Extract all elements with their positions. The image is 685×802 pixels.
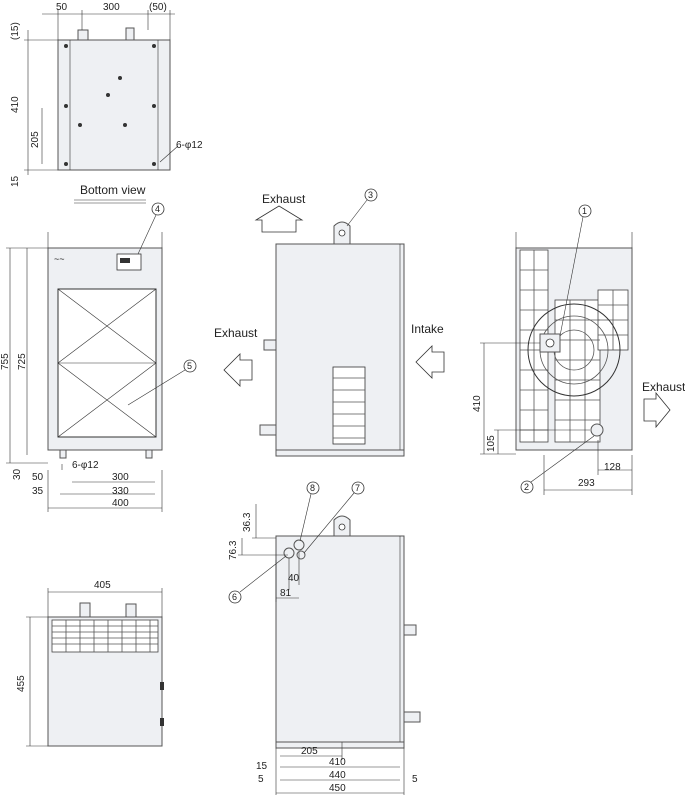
callout-2: 2 <box>524 482 529 492</box>
intake-arrow <box>415 345 445 379</box>
dim-50: 50 <box>56 2 68 13</box>
exhaust-arrow-left <box>223 353 253 387</box>
dim-50-front: 50 <box>32 472 44 483</box>
controller-display <box>120 258 130 263</box>
dim-105-rear: 105 <box>486 435 497 452</box>
back-fitting-right <box>125 603 137 618</box>
dim-410-top: 410 <box>329 757 346 768</box>
callout-4: 4 <box>155 204 160 214</box>
side-port-upper <box>263 339 277 351</box>
side-port-lower <box>259 424 277 436</box>
dim-293-rear: 293 <box>578 478 595 489</box>
dim-15-bottom: 15 <box>10 175 21 187</box>
dim-5-right: 5 <box>412 774 418 785</box>
dim-30: 30 <box>12 468 23 480</box>
top-view: 8 7 6 36.3 76.3 40 81 205 15 410 5 440 5 <box>228 481 421 795</box>
dim-410-rear: 410 <box>472 395 483 412</box>
dim-405: 405 <box>94 580 111 591</box>
dim-35-front: 35 <box>32 486 44 497</box>
dim-15-top-view: 15 <box>256 761 268 772</box>
dim-15-top: (15) <box>10 22 21 40</box>
top-fitting-left <box>77 29 89 41</box>
dim-205: 205 <box>30 131 41 148</box>
top-fitting-right <box>125 27 135 41</box>
dim-440: 440 <box>329 770 346 781</box>
top-view-body <box>275 535 405 743</box>
rear-view: 1 2 Exhaust 410 105 128 293 <box>472 204 685 495</box>
dim-76-3: 76.3 <box>228 540 239 560</box>
top-view-port-upper <box>403 624 417 636</box>
bottom-view: 50 300 (50) (15) 410 15 205 6-φ12 Bottom… <box>10 2 203 204</box>
front-view: ~~ 4 5 755 725 30 6-φ12 50 300 35 330 <box>0 202 197 512</box>
holes-note: 6-φ12 <box>176 140 203 151</box>
dim-300: 300 <box>103 2 120 13</box>
drain-port <box>590 423 604 437</box>
front-holes-note: 6-φ12 <box>72 460 99 471</box>
brand-mark: ~~ <box>54 254 65 264</box>
dim-205-top: 205 <box>301 746 318 757</box>
exhaust-arrow-up <box>254 205 304 233</box>
callout-7: 7 <box>355 483 360 493</box>
rear-exhaust-label: Exhaust <box>642 380 685 394</box>
side-view: Exhaust Exhaust Intake 3 <box>214 188 445 457</box>
rear-exhaust-arrow <box>643 391 671 429</box>
port-8 <box>293 539 305 551</box>
dim-40: 40 <box>288 573 300 584</box>
dim-725: 725 <box>17 353 28 370</box>
top-view-port-lower <box>403 711 421 723</box>
dim-400-front: 400 <box>112 498 129 509</box>
back-top-grille <box>51 619 159 653</box>
dim-450: 450 <box>329 783 346 794</box>
mounting-holes <box>64 44 156 166</box>
dim-755: 755 <box>0 353 11 370</box>
callout-3: 3 <box>368 190 373 200</box>
dim-5-left: 5 <box>258 774 264 785</box>
bottom-view-caption: Bottom view <box>80 183 146 197</box>
dim-81: 81 <box>280 588 292 599</box>
dim-50-right: (50) <box>149 2 167 13</box>
callout-6: 6 <box>232 592 237 602</box>
dim-36-3: 36.3 <box>242 512 253 532</box>
fan-guard <box>527 303 621 397</box>
back-fitting-left <box>79 602 91 618</box>
port-7 <box>296 550 306 560</box>
dim-330-front: 330 <box>112 486 129 497</box>
dim-300-front: 300 <box>112 472 129 483</box>
bottom-view-body <box>57 39 171 171</box>
dim-455: 455 <box>16 675 27 692</box>
dim-410: 410 <box>10 96 21 113</box>
back-view: 405 455 <box>16 580 164 747</box>
callout-1: 1 <box>582 206 587 216</box>
callout-8: 8 <box>310 483 315 493</box>
side-grille <box>332 366 366 445</box>
intake-label: Intake <box>411 322 444 336</box>
dim-128-rear: 128 <box>604 462 621 473</box>
rear-grille-mid <box>554 299 601 443</box>
callout-5: 5 <box>187 361 192 371</box>
exhaust-top-label: Exhaust <box>262 192 306 206</box>
exhaust-left-label: Exhaust <box>214 326 258 340</box>
